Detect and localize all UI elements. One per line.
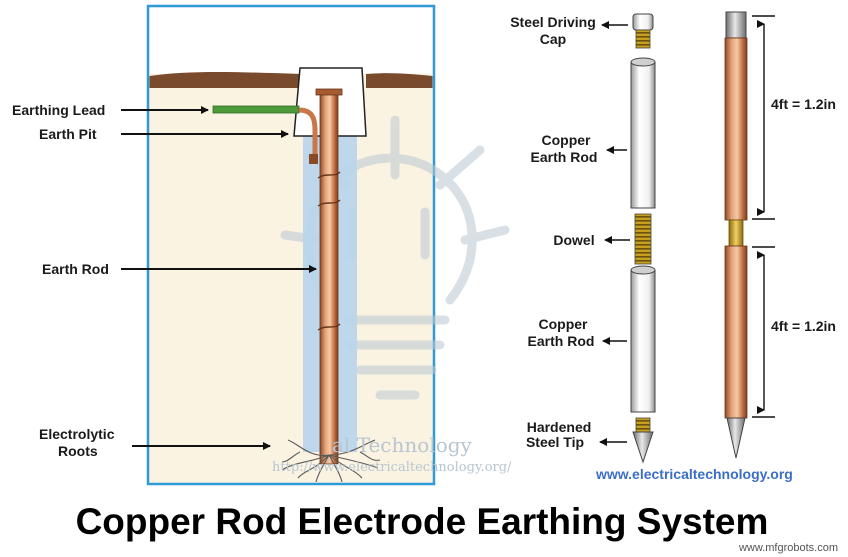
assembled-coupler — [728, 219, 744, 247]
dowel — [634, 213, 652, 265]
watermark-text: al Technology — [332, 433, 473, 457]
dimension-lower-label: 4ft = 1.2in — [771, 318, 836, 334]
hardened-steel-tip — [632, 417, 654, 464]
ground-surface — [149, 72, 300, 88]
label-earthing-lead: Earthing Lead — [12, 102, 105, 118]
cross-section-panel: al Technology http://www.electricaltechn… — [146, 4, 512, 486]
ground-surface-right — [366, 73, 433, 88]
label-dowel: Dowel — [553, 232, 594, 248]
earthing-lead — [212, 105, 300, 114]
assembled-copper-rod-upper — [724, 37, 748, 221]
label-electrolytic-roots-1: Electrolytic — [39, 426, 115, 442]
label-hardened-steel-tip-2: Steel Tip — [526, 434, 584, 450]
sky-band — [149, 7, 433, 74]
exploded-view — [630, 13, 656, 464]
label-copper-earth-rod-lower-2: Earth Rod — [528, 333, 595, 349]
earthing-lead-bend — [298, 107, 318, 158]
label-electrolytic-roots-2: Roots — [58, 443, 98, 459]
label-steel-driving-cap-2: Cap — [540, 31, 566, 47]
assembled-steel-tip — [726, 417, 746, 459]
dimension-upper-label: 4ft = 1.2in — [771, 96, 836, 112]
page-title: Copper Rod Electrode Earthing System — [76, 501, 769, 542]
assembled-drive-cap — [725, 11, 747, 39]
assembled-rod — [724, 11, 748, 459]
label-hardened-steel-tip-1: Hardened — [527, 419, 592, 435]
copper-earth-rod-lower — [630, 265, 656, 413]
label-steel-driving-cap-1: Steel Driving — [510, 14, 596, 30]
site-url: www.electricaltechnology.org — [595, 466, 793, 482]
electrolytic-roots-icon — [281, 439, 381, 483]
label-copper-earth-rod-lower-1: Copper — [539, 316, 589, 332]
credit-text: www.mfgrobots.com — [738, 542, 838, 554]
label-earth-pit: Earth Pit — [39, 126, 97, 142]
label-earth-rod: Earth Rod — [42, 261, 109, 277]
earth-rod — [319, 91, 339, 465]
dimension-upper — [752, 15, 775, 220]
copper-earth-rod-upper — [630, 57, 656, 209]
assembled-copper-rod-lower — [724, 245, 748, 419]
steel-driving-cap — [632, 13, 654, 49]
watermark-url: http://www.electricaltechnology.org/ — [272, 460, 512, 475]
dimension-lower — [752, 246, 775, 418]
label-copper-earth-rod-upper-2: Earth Rod — [531, 149, 598, 165]
label-copper-earth-rod-upper-1: Copper — [542, 132, 592, 148]
